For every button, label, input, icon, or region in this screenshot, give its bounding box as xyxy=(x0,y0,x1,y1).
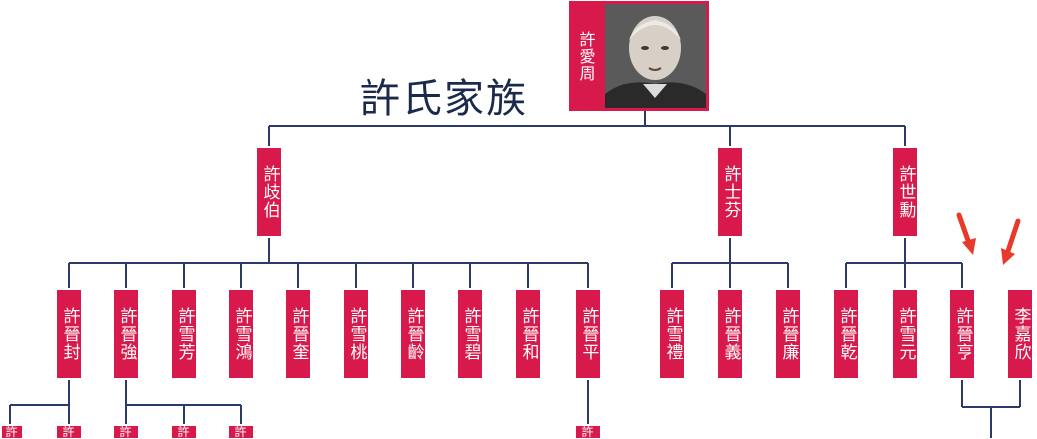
person-g2-15: 許晉亨 xyxy=(948,288,976,380)
person-g2-7: 許雪碧 xyxy=(456,288,484,380)
person-g3-partial: 許 xyxy=(55,424,83,438)
person-g2-1: 許晉強 xyxy=(112,288,140,380)
person-g3-partial: 許 xyxy=(227,424,255,438)
person-g2-9: 許晉平 xyxy=(574,288,602,380)
family-title: 許氏家族 xyxy=(360,76,528,122)
person-g3-partial: 許 xyxy=(170,424,198,438)
person-g2-13: 許晉乾 xyxy=(832,288,860,380)
portrait-image xyxy=(605,4,706,108)
person-g2-4: 許晉奎 xyxy=(284,288,312,380)
person-g3-partial: 許 xyxy=(112,424,140,438)
person-g1-2: 許世勳 xyxy=(891,146,919,238)
person-g2-6: 許晉齡 xyxy=(399,288,427,380)
arrow-icon xyxy=(956,212,976,255)
root-name-box: 許愛周 xyxy=(569,1,602,111)
spouse-box: 李嘉欣 xyxy=(1006,288,1034,380)
person-g2-14: 許雪元 xyxy=(891,288,919,380)
person-g1-0: 許歧伯 xyxy=(255,146,283,238)
person-g2-12: 許晉廉 xyxy=(774,288,802,380)
person-g2-8: 許晉和 xyxy=(514,288,542,380)
person-g2-10: 許雪禮 xyxy=(658,288,686,380)
person-g2-0: 許晉封 xyxy=(55,288,83,380)
person-g2-11: 許晉義 xyxy=(716,288,744,380)
person-g2-5: 許雪桃 xyxy=(342,288,370,380)
person-g1-1: 許士芬 xyxy=(716,146,744,238)
person-g2-3: 許雪鴻 xyxy=(227,288,255,380)
portrait-photo xyxy=(602,1,709,111)
arrow-icon xyxy=(1001,218,1021,265)
person-g2-2: 許雪芳 xyxy=(170,288,198,380)
person-g3-partial: 許 xyxy=(0,424,24,438)
person-g3-partial: 許 xyxy=(574,424,602,438)
